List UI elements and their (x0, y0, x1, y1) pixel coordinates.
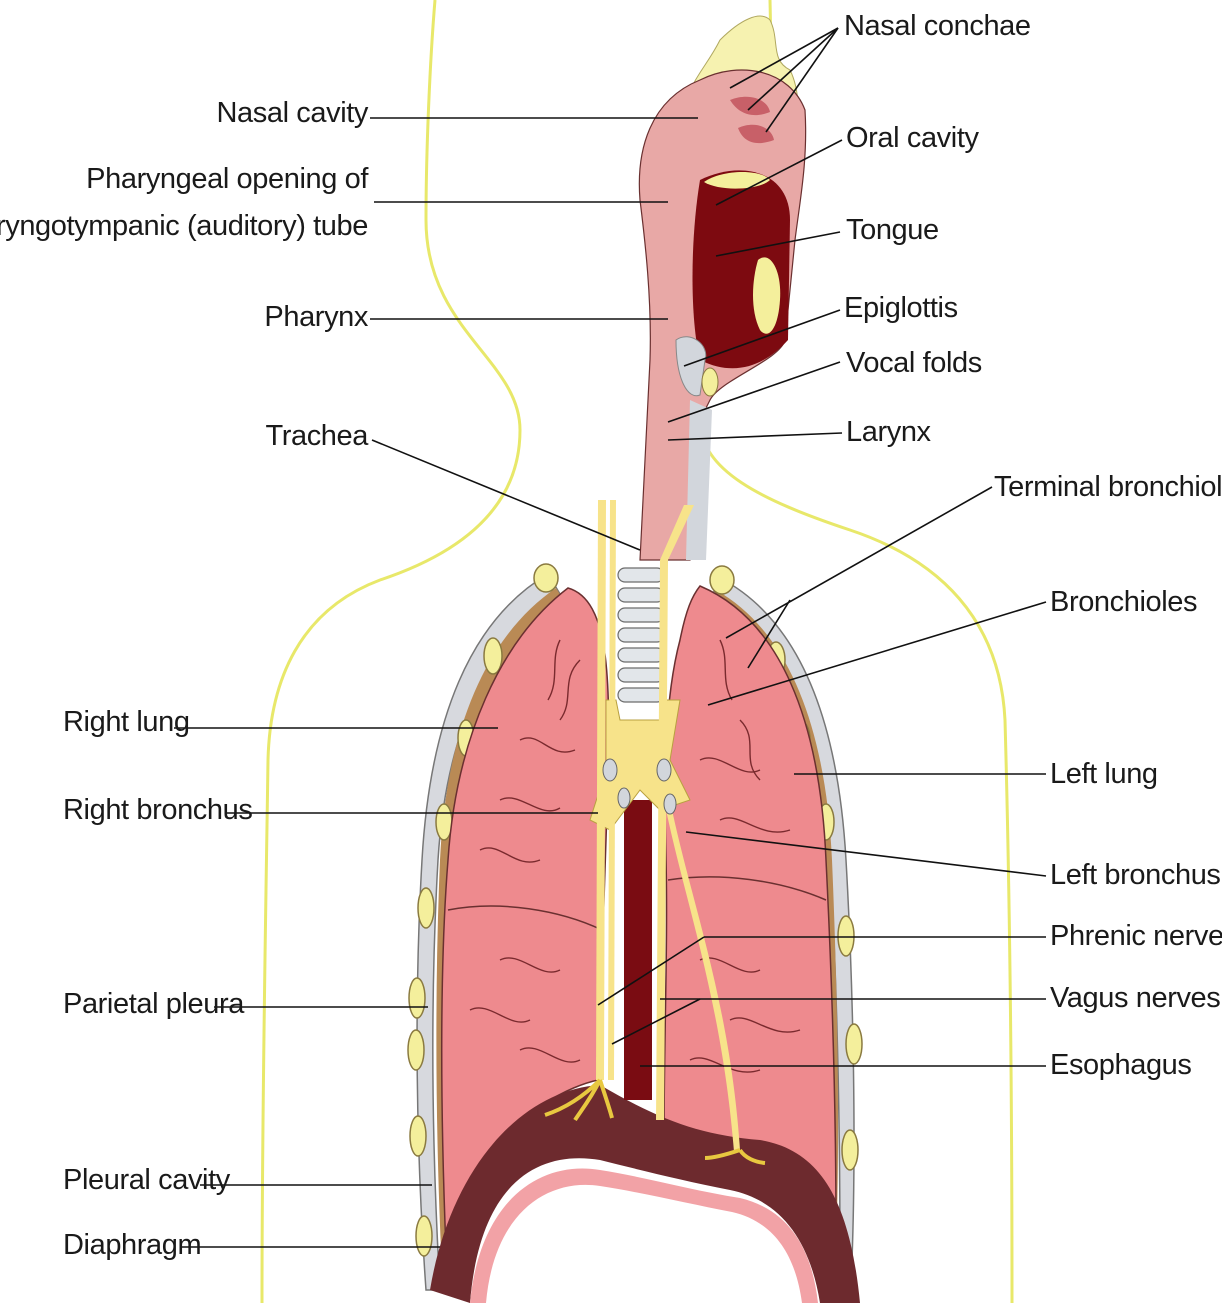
label-left-bronchus: Left bronchus (1050, 861, 1221, 890)
label-tongue: Tongue (846, 216, 939, 245)
label-epiglottis: Epiglottis (844, 294, 958, 323)
label-right-lung: Right lung (63, 708, 190, 737)
trachea-rings (618, 568, 664, 702)
label-terminal-bronchioles: Terminal bronchioles (994, 473, 1222, 502)
label-oral-cavity: Oral cavity (846, 124, 979, 153)
esophagus-shape (624, 800, 652, 1100)
label-nasal-cavity: Nasal cavity (216, 99, 368, 128)
label-pharyngeal-opening-line2: pharyngotympanic (auditory) tube (0, 212, 368, 241)
label-parietal-pleura: Parietal pleura (63, 990, 244, 1019)
label-vagus-nerves: Vagus nerves (1050, 984, 1220, 1013)
label-vocal-folds: Vocal folds (846, 349, 982, 378)
label-pleural-cavity: Pleural cavity (63, 1166, 230, 1195)
label-nasal-conchae: Nasal conchae (844, 12, 1031, 41)
label-larynx: Larynx (846, 418, 931, 447)
label-left-lung: Left lung (1050, 760, 1158, 789)
head-airway (639, 16, 805, 560)
label-pharynx: Pharynx (264, 303, 368, 332)
label-trachea: Trachea (265, 422, 368, 451)
label-phrenic-nerves: Phrenic nerves (1050, 922, 1222, 951)
label-pharyngeal-opening-line1: Pharyngeal opening of (86, 165, 368, 194)
label-right-bronchus: Right bronchus (63, 796, 252, 825)
label-bronchioles: Bronchioles (1050, 588, 1197, 617)
label-diaphragm: Diaphragm (63, 1231, 201, 1260)
label-esophagus: Esophagus (1050, 1051, 1192, 1080)
